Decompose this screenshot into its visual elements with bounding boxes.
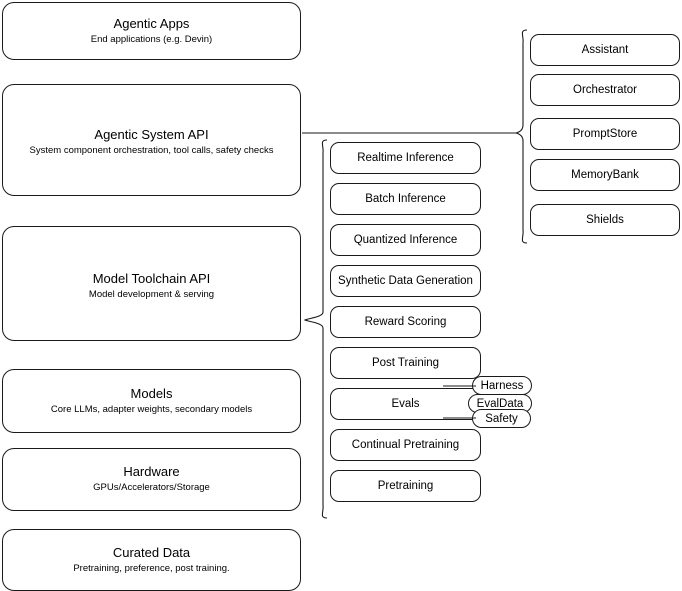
system-item-label: Orchestrator bbox=[573, 84, 637, 96]
evals-tag-label: Safety bbox=[485, 412, 518, 425]
system-item-promptstore[interactable]: PromptStore bbox=[530, 118, 680, 150]
toolchain-item-label: Quantized Inference bbox=[353, 234, 458, 246]
layer-box-model-toolchain-api[interactable]: Model Toolchain API Model development & … bbox=[2, 226, 301, 341]
system-item-label: Assistant bbox=[581, 44, 629, 56]
system-item-shields[interactable]: Shields bbox=[530, 204, 680, 236]
toolchain-item-batch-inference[interactable]: Batch Inference bbox=[330, 183, 481, 215]
toolchain-item-realtime-inference[interactable]: Realtime Inference bbox=[330, 142, 481, 174]
layer-title: Agentic Apps bbox=[113, 15, 190, 31]
evals-tag-label: EvalData bbox=[476, 397, 524, 410]
system-item-assistant[interactable]: Assistant bbox=[530, 34, 680, 66]
layer-box-agentic-apps[interactable]: Agentic Apps End applications (e.g. Devi… bbox=[2, 2, 301, 60]
layer-title: Hardware bbox=[123, 464, 180, 479]
toolchain-item-continual-pretraining[interactable]: Continual Pretraining bbox=[330, 429, 481, 461]
evals-tag-safety[interactable]: Safety bbox=[472, 409, 531, 428]
toolchain-item-reward-scoring[interactable]: Reward Scoring bbox=[330, 306, 481, 338]
toolchain-item-post-training[interactable]: Post Training bbox=[330, 347, 481, 379]
system-item-label: PromptStore bbox=[572, 128, 638, 140]
layer-box-agentic-system-api[interactable]: Agentic System API System component orch… bbox=[2, 84, 301, 196]
toolchain-item-label: Batch Inference bbox=[365, 193, 446, 205]
brace-toolchain-components bbox=[303, 139, 328, 519]
layer-title: Curated Data bbox=[112, 544, 191, 560]
layer-title: Model Toolchain API bbox=[92, 271, 211, 286]
toolchain-item-label: Pretraining bbox=[377, 480, 434, 492]
brace-system-components bbox=[515, 29, 528, 244]
system-item-label: MemoryBank bbox=[571, 169, 639, 181]
layer-subtitle: Pretraining, preference, post training. bbox=[73, 562, 230, 574]
toolchain-item-synthetic-data-generation[interactable]: Synthetic Data Generation bbox=[330, 265, 481, 297]
layer-subtitle: Core LLMs, adapter weights, secondary mo… bbox=[50, 403, 253, 415]
layer-box-hardware[interactable]: Hardware GPUs/Accelerators/Storage bbox=[2, 448, 301, 511]
layer-subtitle: GPUs/Accelerators/Storage bbox=[93, 482, 210, 493]
layer-box-curated-data[interactable]: Curated Data Pretraining, preference, po… bbox=[2, 529, 301, 591]
toolchain-item-pretraining[interactable]: Pretraining bbox=[330, 470, 481, 502]
system-item-orchestrator[interactable]: Orchestrator bbox=[530, 74, 680, 106]
system-item-memorybank[interactable]: MemoryBank bbox=[530, 159, 680, 191]
toolchain-item-label: Post Training bbox=[371, 357, 440, 369]
toolchain-item-label: Synthetic Data Generation bbox=[338, 275, 473, 287]
layer-title: Models bbox=[130, 385, 173, 401]
layer-box-models[interactable]: Models Core LLMs, adapter weights, secon… bbox=[2, 369, 301, 433]
toolchain-item-label: Reward Scoring bbox=[364, 316, 447, 328]
layer-title: Agentic System API bbox=[94, 127, 209, 142]
toolchain-item-quantized-inference[interactable]: Quantized Inference bbox=[330, 224, 481, 256]
toolchain-item-label: Evals bbox=[391, 398, 420, 410]
toolchain-item-label: Realtime Inference bbox=[357, 152, 454, 164]
layer-subtitle: System component orchestration, tool cal… bbox=[29, 145, 274, 156]
system-item-label: Shields bbox=[586, 214, 624, 226]
layer-subtitle: Model development & serving bbox=[88, 289, 215, 300]
layer-subtitle: End applications (e.g. Devin) bbox=[90, 33, 213, 45]
evals-tag-label: Harness bbox=[480, 379, 524, 392]
toolchain-item-label: Continual Pretraining bbox=[351, 439, 460, 451]
toolchain-item-evals[interactable]: Evals bbox=[330, 388, 481, 420]
evals-tag-harness[interactable]: Harness bbox=[472, 376, 532, 395]
